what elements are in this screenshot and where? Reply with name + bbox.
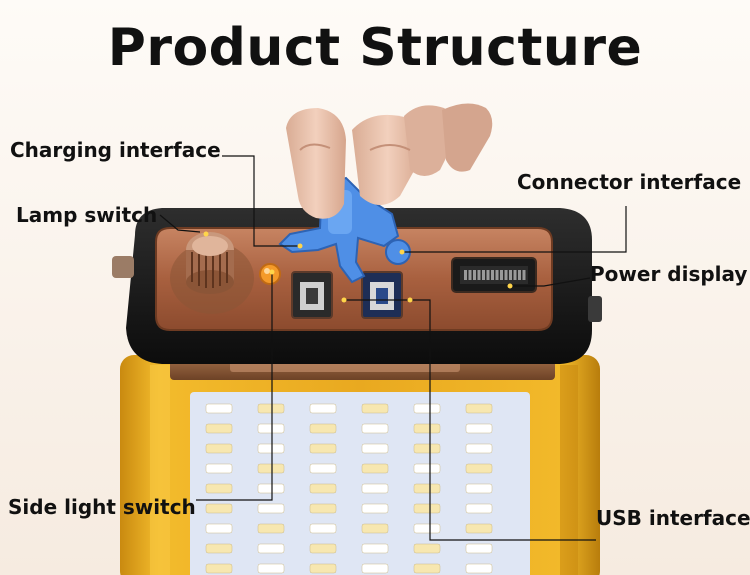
led-chip (205, 503, 233, 514)
led-chip (257, 403, 285, 414)
display-segment (518, 270, 521, 280)
led-chip (309, 563, 337, 574)
led-chip (205, 463, 233, 474)
led-chip (465, 403, 493, 414)
display-segment (522, 270, 526, 280)
led-chip (257, 503, 285, 514)
led-chip (205, 563, 233, 574)
led-chip (413, 563, 441, 574)
led-chip (361, 563, 389, 574)
led-chip (257, 543, 285, 554)
led-chip (309, 543, 337, 554)
led-chip (361, 503, 389, 514)
led-chip (413, 523, 441, 534)
display-segment (482, 270, 485, 280)
led-chip (257, 463, 285, 474)
display-segment (513, 270, 517, 280)
display-segment (468, 270, 472, 280)
led-chip (465, 483, 493, 494)
leader-side-light-switch (196, 272, 273, 501)
led-chip (465, 543, 493, 554)
led-chip (205, 523, 233, 534)
label-usb-interface: USB interface (596, 506, 750, 530)
page-title: Product Structure (107, 18, 643, 78)
side-light-switch-button[interactable] (259, 263, 281, 285)
led-chip (309, 503, 337, 514)
leader-lines (159, 155, 627, 541)
display-segment (477, 270, 481, 280)
display-segment (473, 270, 476, 280)
label-connector-interface: Connector interface (517, 170, 742, 194)
leader-connector-interface (402, 206, 627, 253)
display-segment (486, 270, 490, 280)
led-chip (413, 403, 441, 414)
led-chip (309, 463, 337, 474)
led-chip (465, 523, 493, 534)
label-side-light-switch: Side light switch (8, 495, 196, 519)
display-segment (500, 270, 503, 280)
led-chip (361, 543, 389, 554)
led-chip (465, 503, 493, 514)
led-chip (257, 483, 285, 494)
led-chip (257, 563, 285, 574)
led-chip (413, 543, 441, 554)
led-array (205, 403, 493, 574)
display-segment (504, 270, 508, 280)
led-chip (309, 403, 337, 414)
label-lamp-switch: Lamp switch (16, 203, 158, 227)
led-chip (205, 423, 233, 434)
display-segment (509, 270, 512, 280)
callout-dots (203, 231, 513, 303)
leader-usb-interface (410, 299, 596, 541)
led-chip (309, 523, 337, 534)
label-power-display: Power display (590, 262, 748, 286)
led-chip (361, 463, 389, 474)
hand (286, 103, 493, 219)
power-display-screen (451, 257, 537, 293)
led-chip (465, 423, 493, 434)
display-segment (491, 270, 494, 280)
led-chip (361, 423, 389, 434)
led-chip (205, 403, 233, 414)
led-chip (413, 443, 441, 454)
led-chip (361, 443, 389, 454)
led-chip (361, 523, 389, 534)
led-chip (413, 463, 441, 474)
led-chip (309, 423, 337, 434)
led-chip (257, 443, 285, 454)
led-chip (205, 543, 233, 554)
led-chip (465, 463, 493, 474)
led-chip (361, 483, 389, 494)
leader-power-display (510, 277, 591, 287)
display-segment (495, 270, 499, 280)
led-chip (309, 443, 337, 454)
led-chip (361, 403, 389, 414)
blue-connector[interactable] (278, 176, 411, 284)
leader-lamp-switch (159, 214, 201, 233)
leader-charging-interface (222, 155, 300, 247)
led-chip (413, 503, 441, 514)
led-chip (465, 443, 493, 454)
led-chip (413, 483, 441, 494)
label-charging-interface: Charging interface (10, 138, 221, 162)
led-chip (205, 483, 233, 494)
led-chip (257, 423, 285, 434)
led-chip (257, 523, 285, 534)
led-chip (309, 483, 337, 494)
usb-ports[interactable] (291, 271, 403, 319)
led-chip (205, 443, 233, 454)
lamp-body (120, 350, 600, 575)
led-chip (465, 563, 493, 574)
display-segment (464, 270, 467, 280)
lamp-switch-knob[interactable] (170, 232, 254, 314)
led-chip (413, 423, 441, 434)
